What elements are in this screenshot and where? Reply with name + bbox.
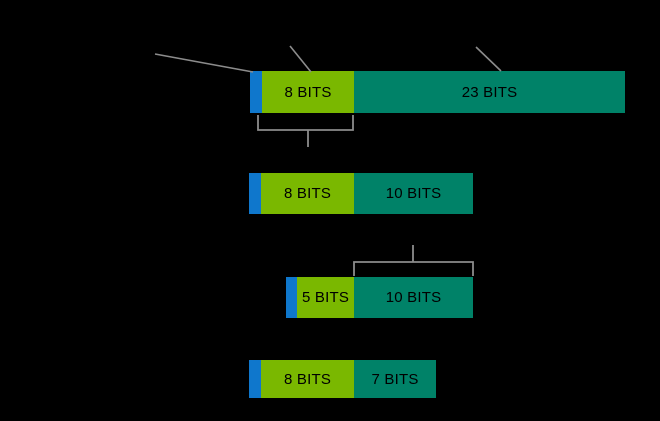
row-1-segment-teal-label: 23 BITS (461, 83, 518, 101)
row-3-segment-green: 5 BITS (297, 277, 354, 318)
row-1-segment-blue (250, 71, 262, 113)
row-2-segment-teal: 10 BITS (354, 173, 473, 214)
brace-below-row-1 (257, 115, 354, 131)
bit-field-row-3: 5 BITS 10 BITS (286, 277, 473, 318)
row-1-segment-green-label: 8 BITS (284, 83, 332, 101)
row-2-segment-blue (249, 173, 261, 214)
row-4-segment-teal: 7 BITS (354, 360, 436, 398)
leader-line-to-teal-segment (475, 46, 502, 72)
row-4-segment-teal-label: 7 BITS (371, 370, 419, 388)
row-4-segment-green: 8 BITS (261, 360, 354, 398)
row-3-segment-teal-label: 10 BITS (385, 289, 442, 306)
row-2-segment-green: 8 BITS (261, 173, 354, 214)
row-4-segment-blue (249, 360, 261, 398)
brace-above-row-3 (353, 261, 474, 276)
row-1-segment-teal: 23 BITS (354, 71, 625, 113)
row-2-segment-green-label: 8 BITS (283, 185, 332, 202)
row-3-segment-teal: 10 BITS (354, 277, 473, 318)
leader-line-to-green-segment (289, 45, 312, 73)
row-3-segment-green-label: 5 BITS (301, 289, 350, 306)
bit-field-row-4: 8 BITS 7 BITS (249, 360, 436, 398)
bit-field-row-2: 8 BITS 10 BITS (249, 173, 473, 214)
bit-field-row-1: 8 BITS 23 BITS (250, 71, 625, 113)
row-1-segment-green: 8 BITS (262, 71, 354, 113)
row-4-segment-green-label: 8 BITS (283, 370, 332, 388)
row-3-segment-blue (286, 277, 297, 318)
row-2-segment-teal-label: 10 BITS (385, 185, 442, 202)
leader-line-to-blue-segment (154, 53, 254, 73)
